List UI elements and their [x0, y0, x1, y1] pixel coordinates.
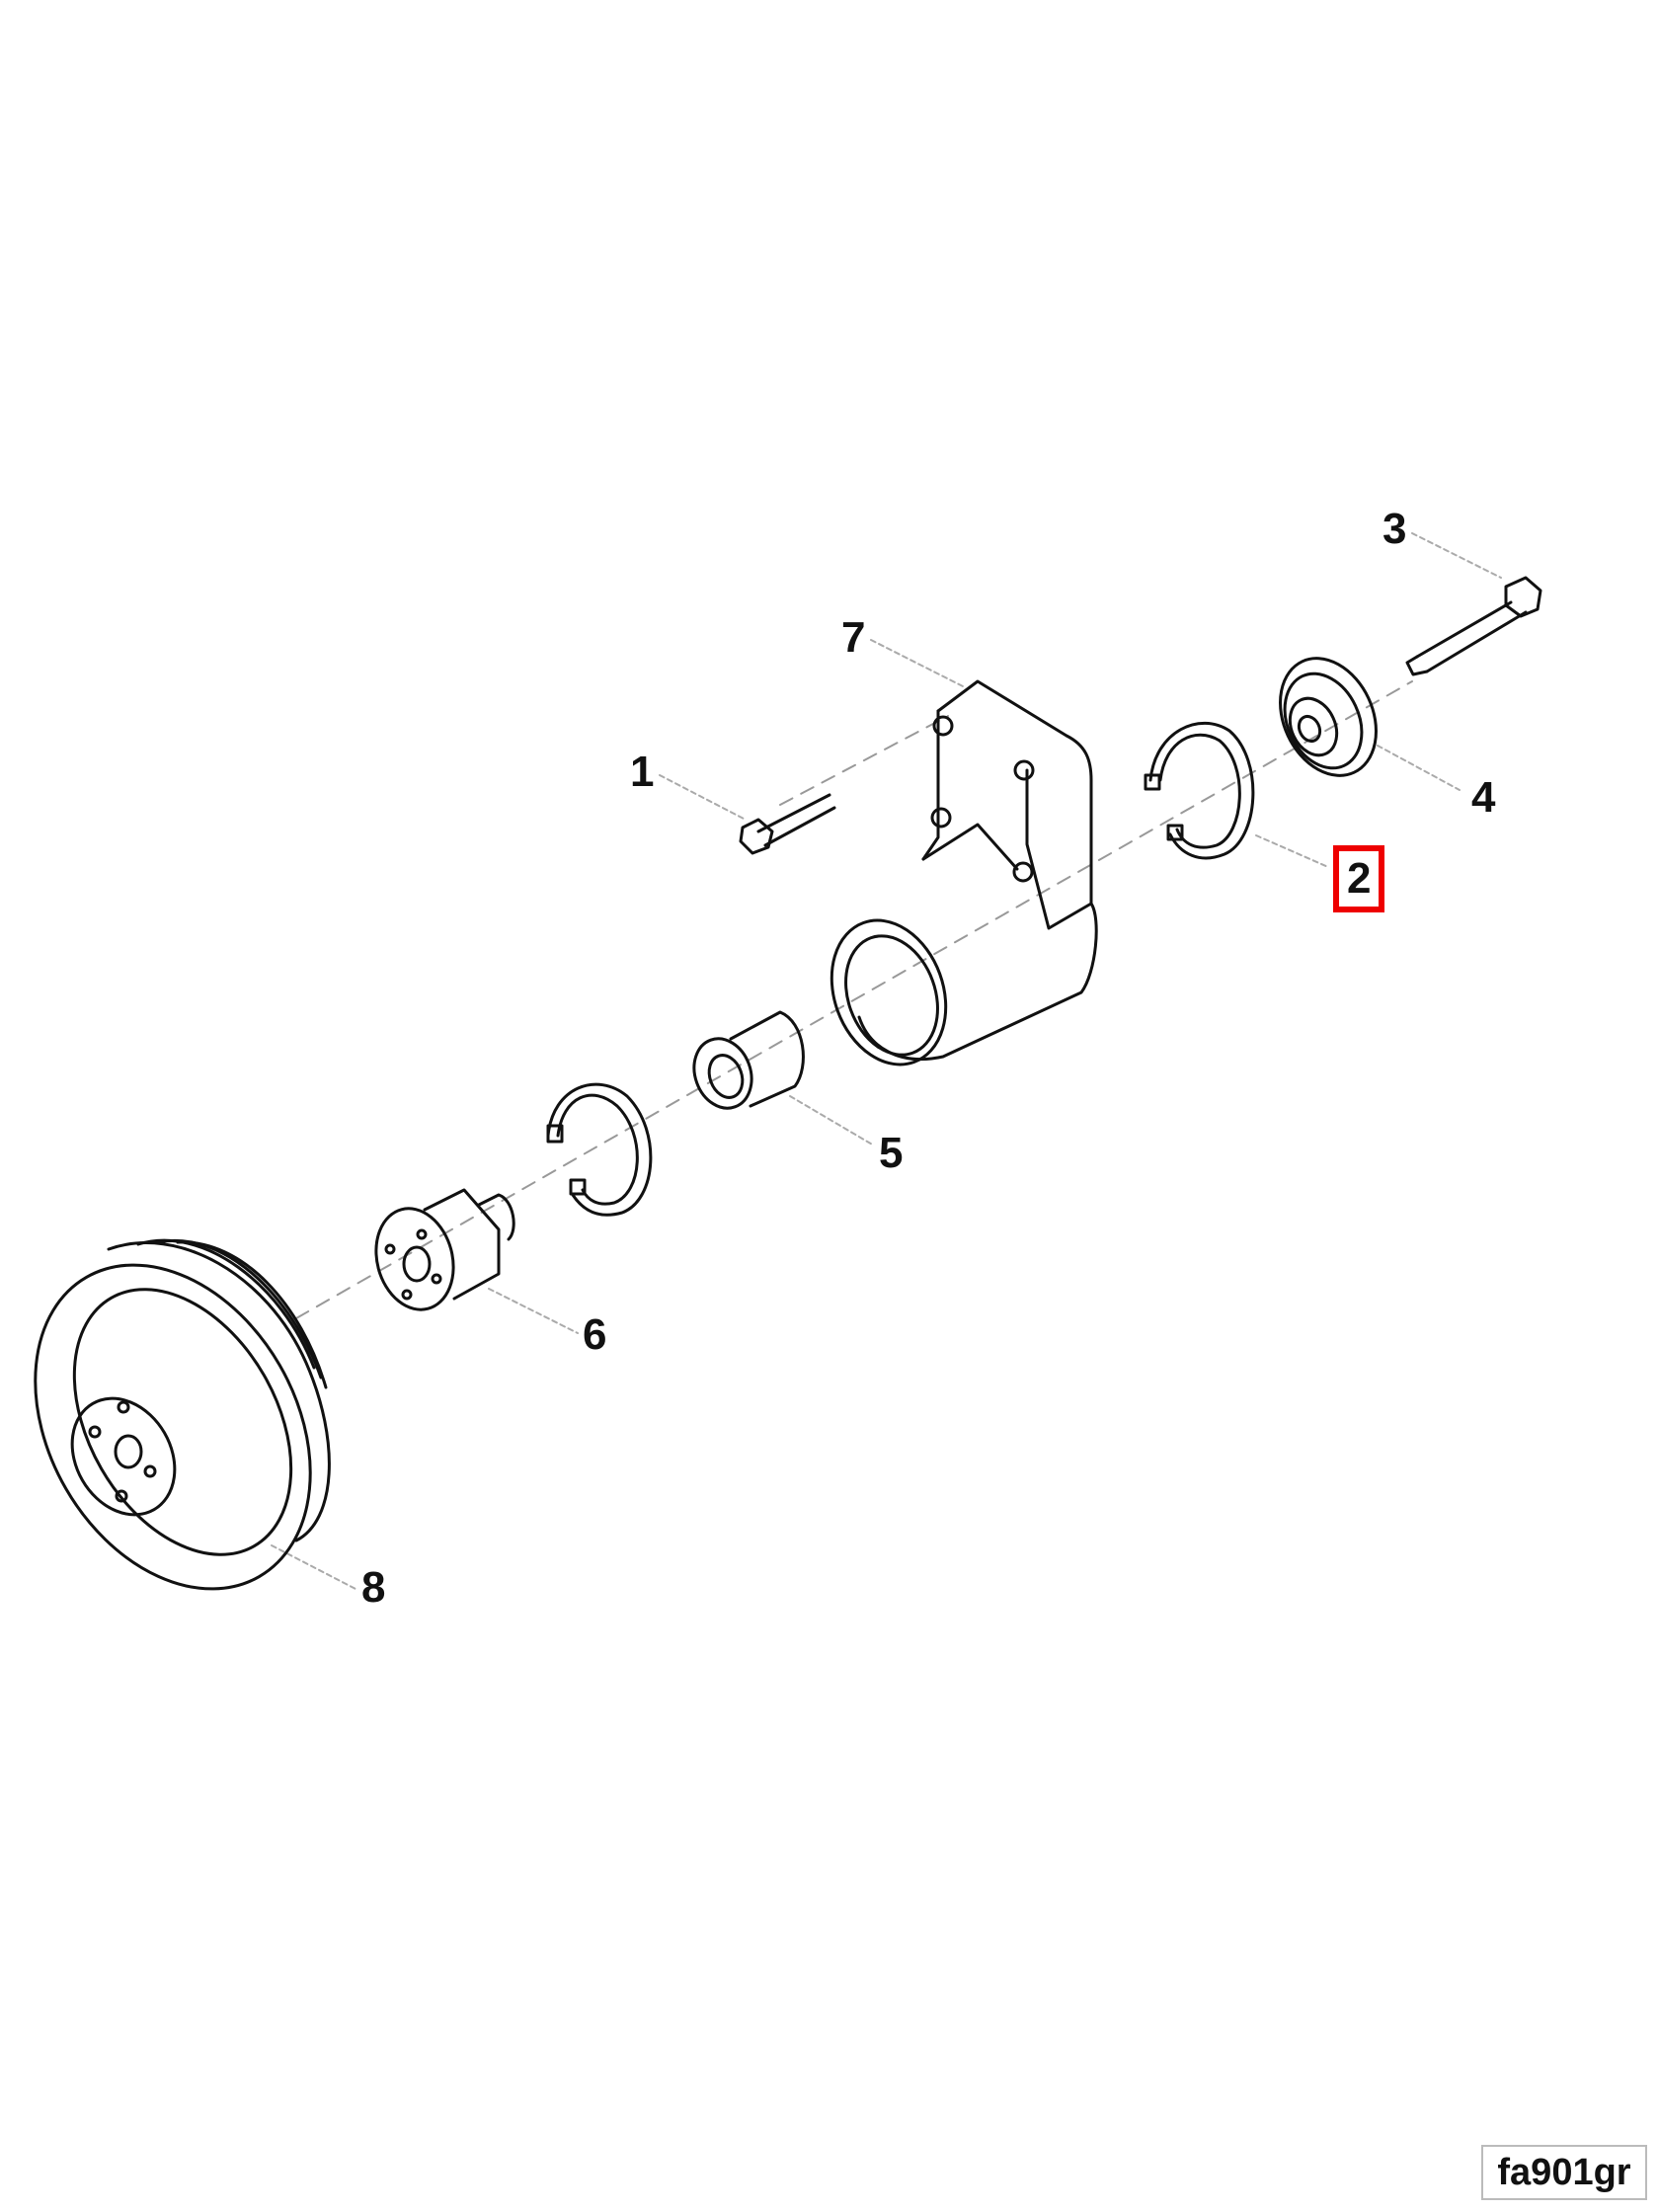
lower-retaining-ring	[546, 1082, 653, 1217]
callout-1[interactable]: 1	[630, 748, 655, 796]
assembly-axis-line	[295, 680, 1413, 1319]
part-6-hub	[374, 1188, 515, 1311]
callout-4[interactable]: 4	[1471, 773, 1496, 822]
part-2-retaining-ring	[1144, 721, 1255, 860]
part-8-pulley	[34, 1238, 331, 1591]
part-4-pulley	[1279, 657, 1378, 777]
callout-6[interactable]: 6	[583, 1310, 607, 1359]
callout-5[interactable]: 5	[879, 1129, 904, 1177]
part-3-bolt	[1405, 576, 1542, 676]
leader-lines	[271, 532, 1502, 1591]
figure-id-label: fa901gr	[1481, 2145, 1647, 2200]
callout-8[interactable]: 8	[361, 1563, 386, 1612]
callout-3[interactable]: 3	[1382, 505, 1407, 553]
part-5-bushing	[692, 1010, 805, 1110]
part-7-bracket	[830, 679, 1098, 1066]
callout-2-highlighted[interactable]: 2	[1333, 845, 1385, 912]
callout-7[interactable]: 7	[841, 613, 866, 662]
part-1-bolt	[739, 793, 836, 855]
